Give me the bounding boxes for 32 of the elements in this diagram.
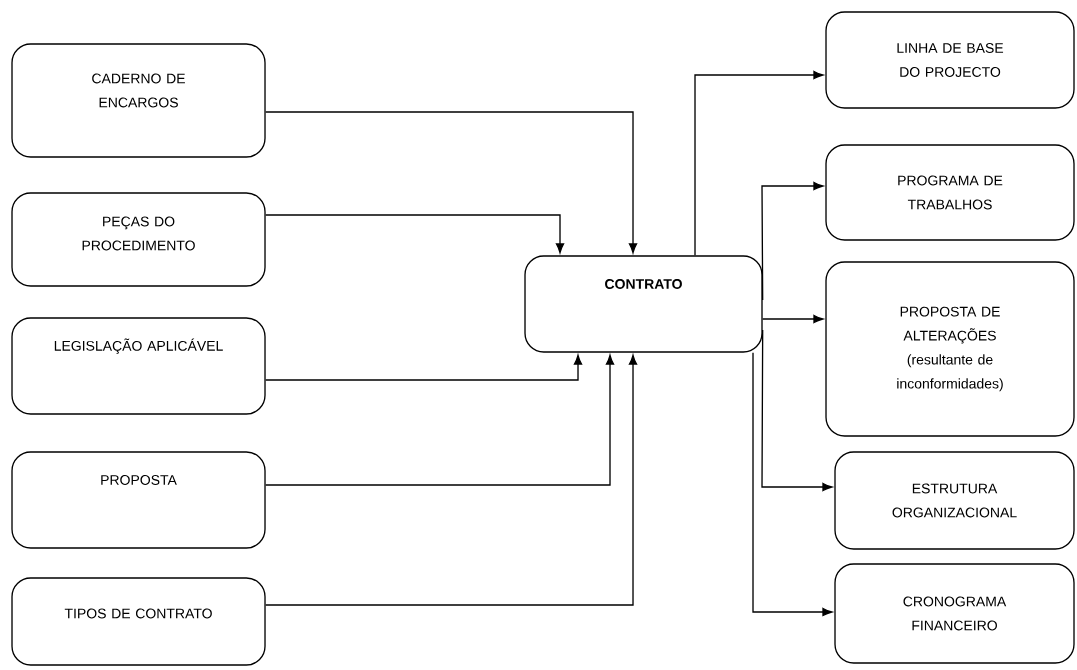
node-label: TIPOS DE CONTRATO (64, 608, 212, 619)
node-label: PROPOSTA DE ALTERAÇÕES (resultante de inconformidades) (897, 306, 1003, 392)
arrow (265, 354, 615, 486)
node-label: CADERNO DE ENCARGOS (92, 73, 185, 108)
arrow (752, 352, 833, 617)
process-box (825, 144, 1075, 241)
node-label: LEGISLAÇÃO APLICÁVEL (54, 338, 223, 354)
process-box (524, 255, 763, 353)
process-box (11, 451, 266, 549)
process-box (11, 43, 266, 158)
process-box (825, 11, 1075, 109)
arrow (761, 181, 824, 301)
arrow (761, 329, 833, 492)
process-box (825, 261, 1075, 437)
node-label: LINHA DE BASE DO PROJECTO (897, 43, 1004, 77)
arrow (762, 314, 824, 324)
process-box (11, 577, 266, 666)
arrow (265, 354, 583, 381)
node-label: CRONOGRAMA FINANCEIRO (903, 596, 1007, 631)
node-label: PEÇAS DO PROCEDIMENTO (82, 216, 195, 251)
node-label: PROPOSTA (101, 475, 177, 485)
process-box (11, 317, 266, 415)
process-box (834, 563, 1075, 664)
node-label: PROGRAMA DE TRABALHOS (898, 175, 1003, 210)
arrow (694, 70, 824, 256)
process-box (834, 451, 1075, 550)
node-label: ESTRUTURA ORGANIZACIONAL (892, 483, 1017, 518)
process-box (11, 192, 266, 287)
arrow (265, 354, 638, 606)
node-label: CONTRATO (605, 279, 682, 289)
arrow (265, 214, 565, 254)
arrow (265, 111, 638, 254)
